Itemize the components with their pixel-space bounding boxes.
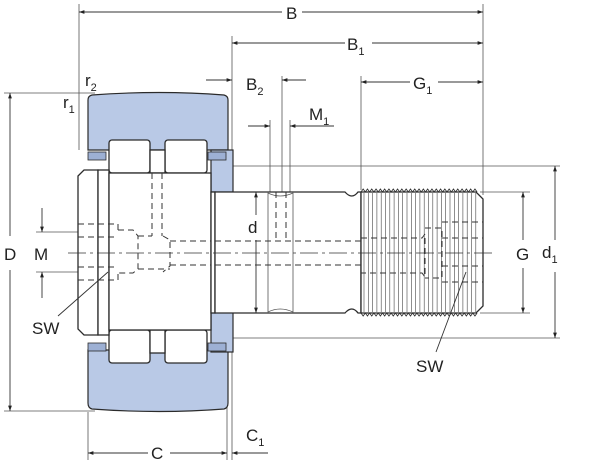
hidden-lines xyxy=(78,173,483,283)
dimension-lines xyxy=(8,10,557,455)
label-M: M xyxy=(34,245,48,264)
label-G: G xyxy=(516,245,529,264)
label-C1: C1 xyxy=(246,426,264,449)
label-sw-right: SW xyxy=(416,357,443,376)
label-d: d xyxy=(248,218,257,237)
outer-ring xyxy=(87,91,234,413)
needle-rollers xyxy=(87,139,227,364)
label-B: B xyxy=(286,4,297,23)
label-B2: B2 xyxy=(246,75,263,98)
label-sw-left: SW xyxy=(32,319,59,338)
threaded-section xyxy=(360,188,484,317)
sw-right-leader xyxy=(435,271,467,353)
label-M1: M1 xyxy=(309,105,329,128)
label-r1: r1 xyxy=(63,93,75,116)
label-G1: G1 xyxy=(413,74,432,97)
label-d1: d1 xyxy=(542,243,558,266)
stud-shank xyxy=(210,191,362,314)
stud-head xyxy=(77,169,212,336)
sw-left-leader xyxy=(57,271,109,317)
label-D: D xyxy=(4,245,16,264)
label-r2: r2 xyxy=(85,71,97,94)
labels: B B1 G1 B2 M1 r2 r1 D M d G d1 C C1 SW S… xyxy=(4,4,558,463)
label-C: C xyxy=(151,444,163,463)
label-B1: B1 xyxy=(347,35,364,58)
